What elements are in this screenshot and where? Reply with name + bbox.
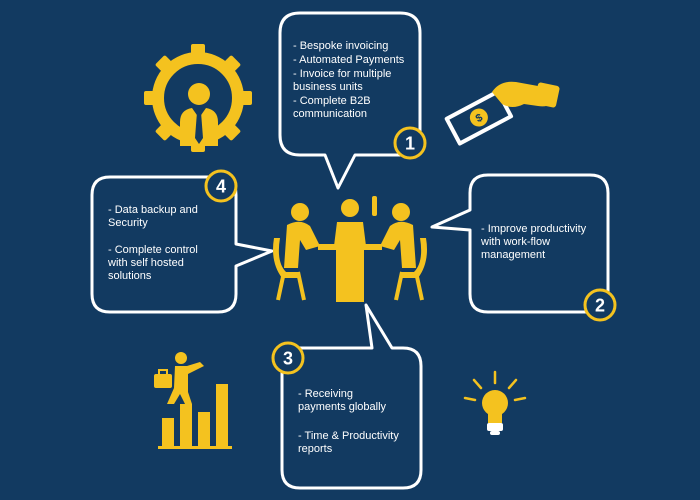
meeting-table-icon — [273, 196, 427, 302]
bubble-4-item: - Complete control with self hosted solu… — [108, 244, 198, 282]
badge-2: 2 — [583, 288, 617, 322]
badge-1-number: 1 — [405, 134, 415, 154]
svg-text:$: $ — [474, 112, 485, 125]
badge-3-number: 3 — [283, 349, 293, 369]
badge-4-number: 4 — [216, 177, 226, 197]
bubble-3-item: - Receiving payments globally — [298, 388, 387, 413]
bubble-1-shape — [278, 11, 422, 190]
money-hand-icon: $ — [444, 81, 560, 146]
lightbulb-icon — [463, 370, 527, 435]
bubble-2-shape — [430, 173, 610, 314]
bubble-4-item: - Data backup and Security — [108, 204, 198, 229]
bubble-1-item: - Bespoke invoicing — [293, 40, 389, 52]
gear-person-icon — [144, 44, 252, 152]
bubble-1-item: - Complete B2B communication — [293, 95, 371, 120]
bubble-4-text: - Data backup and Security - Complete co… — [108, 204, 230, 284]
bubble-2-text: - Improve productivity with work-flow ma… — [481, 223, 601, 263]
bubble-1-text: - Bespoke invoicing - Automated Payments… — [293, 40, 413, 122]
bubble-3-text: - Receiving payments globally - Time & P… — [298, 388, 416, 457]
badge-3: 3 — [271, 341, 305, 375]
badge-2-number: 2 — [595, 296, 605, 316]
bubble-2-item: - Improve productivity with work-flow ma… — [481, 223, 587, 261]
bubble-3-item: - Time & Productivity reports — [298, 430, 399, 455]
bubble-1-item: - Automated Payments — [293, 54, 405, 66]
badge-1: 1 — [393, 126, 427, 160]
bubble-1-item: - Invoice for multiple business units — [293, 68, 392, 93]
badge-4: 4 — [204, 169, 238, 203]
growth-chart-icon — [154, 352, 232, 449]
